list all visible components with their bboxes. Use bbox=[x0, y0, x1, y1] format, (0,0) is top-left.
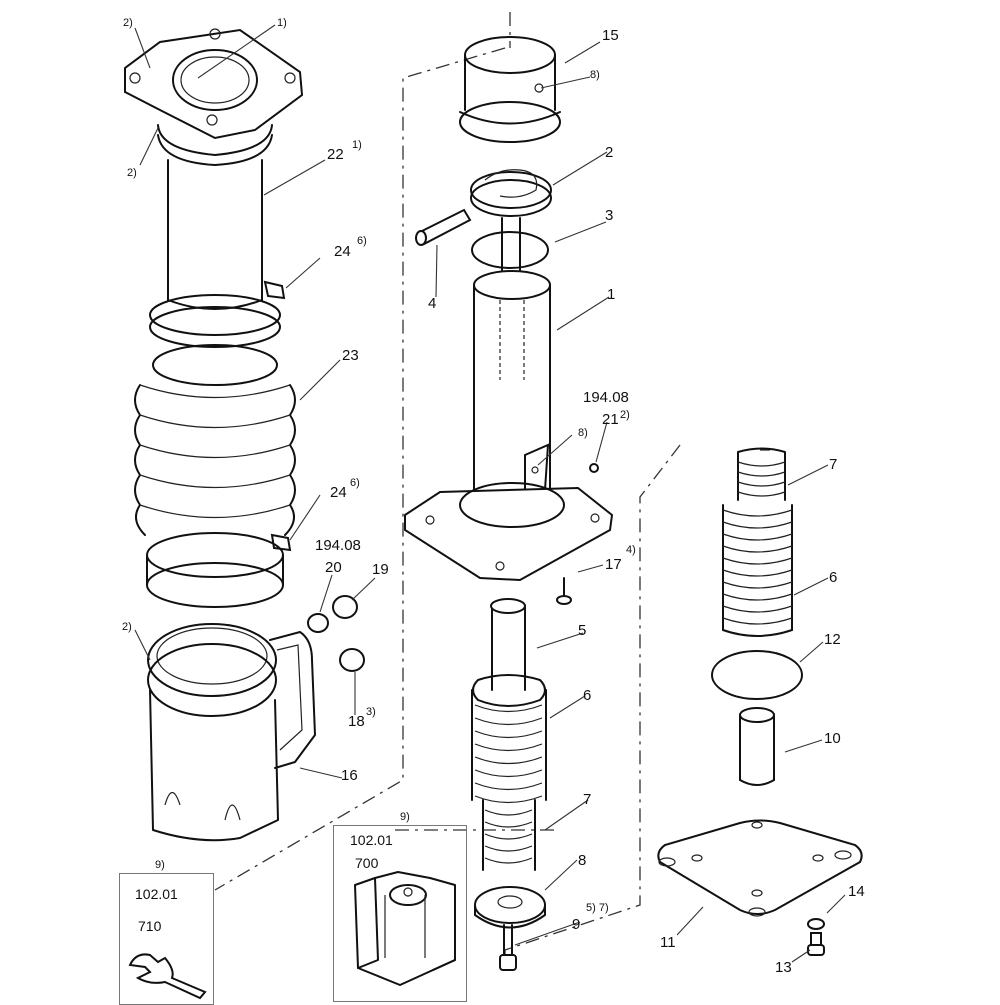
callout-13: 13 bbox=[775, 959, 792, 976]
callout-2: 2 bbox=[605, 144, 614, 161]
spring-7-right bbox=[737, 447, 786, 501]
spring-6-center bbox=[471, 674, 547, 804]
wrench-icon bbox=[128, 953, 207, 1000]
stand-box-note: 9) bbox=[400, 811, 410, 823]
spring-7-center bbox=[482, 799, 536, 871]
callout-22-note: 1) bbox=[352, 139, 362, 151]
callout-17: 17 bbox=[605, 556, 622, 573]
callout-10: 10 bbox=[824, 730, 841, 747]
guide-cylinder-1 bbox=[404, 217, 614, 582]
callout-19: 19 bbox=[372, 561, 389, 578]
callout-8: 8 bbox=[578, 852, 587, 869]
callout-17-note: 4) bbox=[626, 544, 636, 556]
note-top-flange-left: 2) bbox=[123, 17, 133, 29]
callout-4: 4 bbox=[428, 295, 437, 312]
lower-housing-16 bbox=[147, 595, 365, 842]
wrench-box-note: 9) bbox=[155, 859, 165, 871]
screw-17 bbox=[556, 577, 572, 605]
callout-6-center: 6 bbox=[583, 687, 592, 704]
piston-top-2 bbox=[470, 169, 552, 217]
note-top-flange-inner: 1) bbox=[277, 17, 287, 29]
pin-4 bbox=[415, 208, 472, 246]
spring-6-right bbox=[722, 504, 793, 637]
note-cap-hole: 8) bbox=[590, 69, 600, 81]
callout-21-note: 2) bbox=[620, 409, 630, 421]
assembly-stand-icon bbox=[354, 871, 456, 986]
stand-group-code: 102.01 bbox=[350, 832, 393, 848]
leader-lines bbox=[134, 24, 846, 963]
top-flange bbox=[124, 28, 304, 140]
callout-24-lower-note: 6) bbox=[350, 477, 360, 489]
callout-9: 9 bbox=[572, 916, 581, 933]
callout-18-note: 3) bbox=[366, 706, 376, 718]
callout-14: 14 bbox=[848, 883, 865, 900]
callout-15: 15 bbox=[602, 27, 619, 44]
group-code-upper-right: 194.08 bbox=[583, 389, 629, 406]
callout-18: 18 bbox=[348, 713, 365, 730]
bolt-13 bbox=[807, 932, 825, 956]
ring-3 bbox=[471, 231, 549, 269]
callout-23: 23 bbox=[342, 347, 359, 364]
plunger-10 bbox=[739, 707, 775, 786]
callout-7-right: 7 bbox=[829, 456, 838, 473]
flange-8 bbox=[474, 886, 546, 929]
callout-11: 11 bbox=[660, 934, 676, 951]
callout-1: 1 bbox=[607, 286, 616, 303]
callout-7-center: 7 bbox=[583, 791, 592, 808]
stand-item-number: 700 bbox=[355, 855, 379, 871]
guide-tube-22 bbox=[167, 159, 286, 310]
callout-3: 3 bbox=[605, 207, 614, 224]
wrench-group-code: 102.01 bbox=[135, 886, 178, 902]
callout-5: 5 bbox=[578, 622, 587, 639]
callout-20: 20 bbox=[325, 559, 342, 576]
note-housing-rim: 2) bbox=[122, 621, 132, 633]
callout-6-right: 6 bbox=[829, 569, 838, 586]
callout-9-note: 5) 7) bbox=[586, 902, 609, 914]
washer-14 bbox=[807, 918, 825, 930]
cap-15 bbox=[459, 36, 561, 143]
note-collar-left: 2) bbox=[127, 167, 137, 179]
bellows-23 bbox=[134, 294, 296, 608]
callout-21: 21 bbox=[602, 411, 619, 428]
callout-22: 22 bbox=[327, 146, 344, 163]
note-guide-pin: 8) bbox=[578, 427, 588, 439]
bolt-9 bbox=[499, 924, 517, 971]
collar-ring bbox=[157, 124, 273, 166]
assembly-boundary-lines bbox=[214, 12, 770, 965]
callout-24-upper: 24 bbox=[334, 243, 351, 260]
callout-24-lower: 24 bbox=[330, 484, 347, 501]
wrench-item-number: 710 bbox=[138, 918, 162, 934]
callout-24-upper-note: 6) bbox=[357, 235, 367, 247]
callout-16: 16 bbox=[341, 767, 358, 784]
group-code-middle-left: 194.08 bbox=[315, 537, 361, 554]
base-plate-11 bbox=[657, 819, 863, 917]
o-ring-12 bbox=[711, 650, 803, 700]
callout-12: 12 bbox=[824, 631, 841, 648]
stand-tool-box bbox=[333, 825, 467, 1002]
